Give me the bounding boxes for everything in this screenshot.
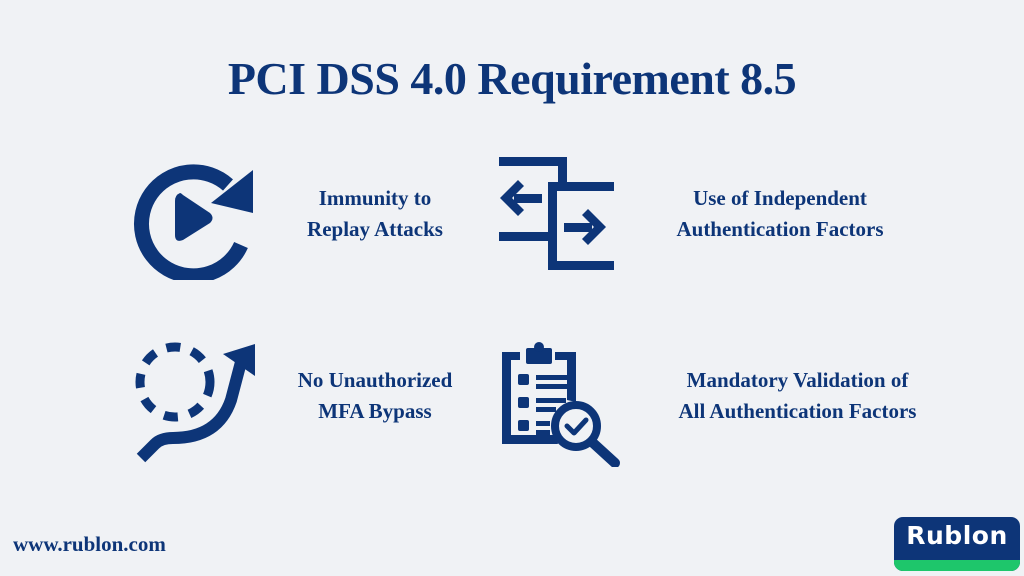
bypass-arrow-icon	[135, 342, 255, 463]
item-label-mfa-bypass: No Unauthorized MFA Bypass	[297, 368, 453, 423]
rublon-logo: Rublon	[894, 517, 1020, 571]
page-title: PCI DSS 4.0 Requirement 8.5	[227, 53, 797, 104]
item-label-independent-factors: Use of Independent Authentication Factor…	[676, 186, 884, 241]
logo-green-strip	[894, 560, 1020, 571]
item-label-mandatory-validation: Mandatory Validation of All Authenticati…	[678, 368, 917, 423]
website-url[interactable]: www.rublon.com	[13, 532, 166, 556]
clipboard-check-icon	[502, 342, 620, 467]
logo-text: Rublon	[906, 521, 1008, 550]
item-label-replay: Immunity to Replay Attacks	[307, 186, 443, 241]
split-arrows-icon	[499, 157, 614, 270]
replay-icon	[133, 164, 253, 280]
